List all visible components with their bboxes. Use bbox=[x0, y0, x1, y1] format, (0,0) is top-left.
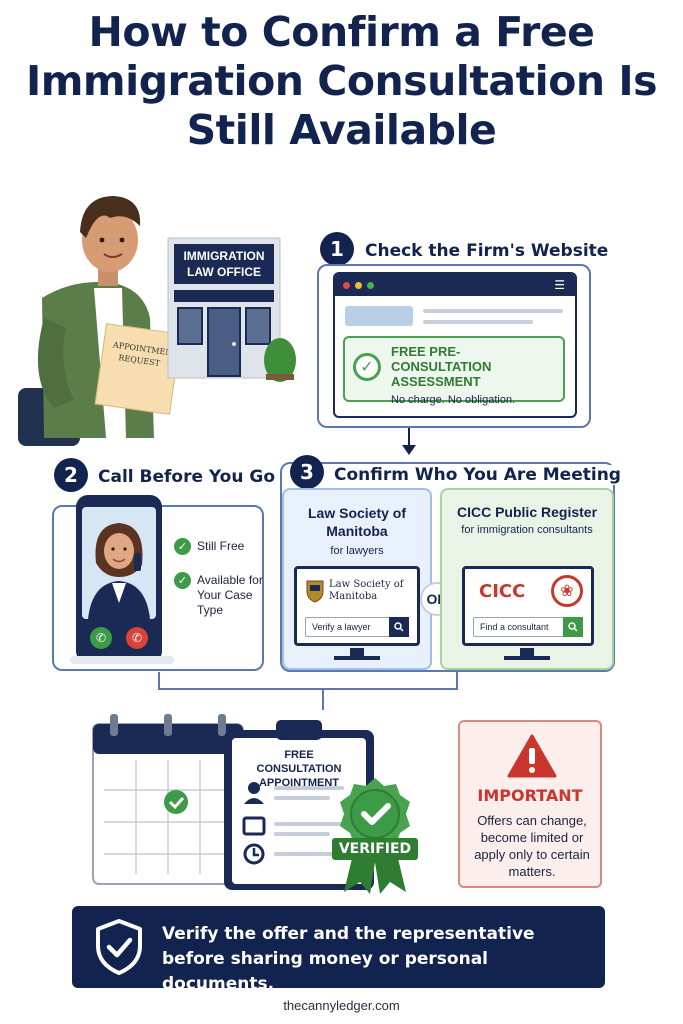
verified-label: VERIFIED bbox=[338, 841, 412, 857]
step-3-title: Confirm Who You Are Meeting bbox=[334, 465, 627, 485]
important-title: IMPORTANT bbox=[477, 786, 583, 805]
step-3-badge: 3 bbox=[290, 455, 324, 489]
check-icon: ✓ bbox=[353, 353, 381, 381]
calendar-icon bbox=[92, 714, 244, 886]
cicc-title: CICC Public Register bbox=[456, 504, 598, 520]
step-2-title: Call Before You Go bbox=[98, 467, 275, 487]
verification-banner: Verify the offer and the representative … bbox=[72, 906, 605, 994]
phone-screen bbox=[82, 507, 156, 619]
connector-line bbox=[158, 688, 458, 690]
law-society-crest-icon bbox=[306, 580, 324, 603]
shrub bbox=[264, 338, 296, 382]
office-sign: IMMIGRATION LAW OFFICE bbox=[183, 249, 265, 279]
step-3-outline bbox=[280, 462, 615, 672]
phone-answer-icon[interactable]: ✆ bbox=[90, 627, 112, 649]
law-society-monitor: Law Society of Manitoba Verify a lawyer bbox=[294, 566, 420, 646]
search-placeholder: Verify a lawyer bbox=[312, 622, 371, 632]
text-line bbox=[423, 309, 563, 313]
maple-leaf-icon: ❀ bbox=[551, 575, 583, 607]
find-consultant-search[interactable]: Find a consultant bbox=[473, 617, 583, 637]
free-assessment-card: ✓ FREE PRE-CONSULTATION ASSESSMENT No ch… bbox=[343, 336, 565, 406]
appointment-request-label: APPOINTMENT REQUEST bbox=[112, 340, 179, 368]
important-notice: IMPORTANT Offers can change, become limi… bbox=[458, 720, 602, 888]
search-icon[interactable] bbox=[563, 617, 583, 637]
cicc-subtitle: for immigration consultants bbox=[461, 524, 593, 536]
firm-website-browser: ☰ ✓ FREE PRE-CONSULTATION ASSESSMENT No … bbox=[333, 272, 577, 418]
banner-text: Verify the offer and the representative … bbox=[162, 924, 535, 994]
offer-subtitle: No charge. No obligation. bbox=[391, 394, 516, 406]
clipboard-title: FREE CONSULTATION APPOINTMENT bbox=[256, 749, 342, 789]
browser-maximize-dot bbox=[367, 281, 374, 289]
search-icon[interactable] bbox=[389, 617, 409, 637]
menu-icon: ☰ bbox=[554, 278, 565, 292]
connector-line bbox=[158, 672, 160, 690]
smartphone: ✆ ✆ bbox=[76, 495, 162, 663]
monitor-stand bbox=[520, 648, 534, 658]
check-available: ✓ Available for Your Case Type bbox=[174, 572, 267, 618]
text-line bbox=[423, 320, 533, 324]
browser-toolbar: ☰ bbox=[335, 274, 575, 296]
check-still-free: ✓ Still Free bbox=[174, 538, 244, 555]
footer-domain[interactable]: thecannyledger.com bbox=[283, 998, 400, 1013]
law-society-subtitle: for lawyers bbox=[330, 545, 384, 557]
step-2-badge: 2 bbox=[54, 458, 88, 492]
monitor-stand bbox=[350, 648, 364, 658]
phone-hangup-icon[interactable]: ✆ bbox=[126, 627, 148, 649]
law-society-panel: Law Society of Manitoba for lawyers Law … bbox=[282, 488, 432, 670]
browser-minimize-dot bbox=[355, 281, 362, 289]
law-society-screen-logo: Law Society of Manitoba bbox=[329, 579, 404, 602]
arrow-line bbox=[408, 428, 410, 448]
page-title: How to Confirm a Free Immigration Consul… bbox=[25, 8, 658, 154]
step-1-title: Check the Firm's Website bbox=[365, 241, 609, 261]
monitor-base bbox=[504, 656, 550, 660]
warning-icon bbox=[507, 734, 557, 778]
verify-lawyer-search[interactable]: Verify a lawyer bbox=[305, 617, 409, 637]
check-label: Available for Your Case Type bbox=[197, 573, 263, 617]
check-icon: ✓ bbox=[174, 572, 191, 589]
verified-seal: VERIFIED bbox=[330, 776, 420, 894]
connector-line bbox=[322, 688, 324, 710]
cicc-monitor: CICC ❀ Find a consultant bbox=[462, 566, 594, 646]
law-office-building: IMMIGRATION LAW OFFICE bbox=[166, 236, 282, 380]
shield-check-icon bbox=[96, 919, 142, 975]
connector-line bbox=[456, 672, 458, 690]
check-icon: ✓ bbox=[174, 538, 191, 555]
site-header-block bbox=[345, 306, 413, 326]
caller-avatar bbox=[88, 523, 150, 619]
cicc-panel: CICC Public Register for immigration con… bbox=[440, 488, 614, 670]
important-body: Offers can change, become limited or app… bbox=[474, 813, 590, 879]
arrow-down-icon bbox=[402, 445, 416, 455]
step-1-badge: 1 bbox=[320, 232, 354, 266]
monitor-base bbox=[334, 656, 380, 660]
check-label: Still Free bbox=[197, 539, 245, 553]
cicc-screen-logo: CICC bbox=[479, 581, 526, 602]
phone-base bbox=[70, 656, 174, 664]
offer-title: FREE PRE-CONSULTATION ASSESSMENT bbox=[391, 344, 492, 389]
search-placeholder: Find a consultant bbox=[480, 622, 549, 632]
browser-close-dot bbox=[343, 281, 350, 289]
law-society-title: Law Society of Manitoba bbox=[307, 505, 407, 539]
